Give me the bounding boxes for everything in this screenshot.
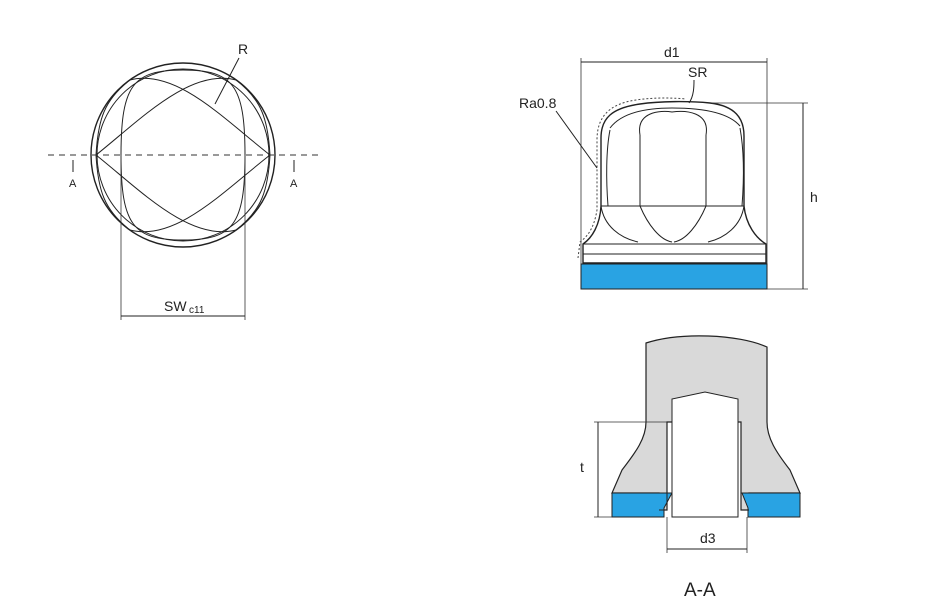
- flank-curve-left: [639, 205, 673, 243]
- flank-left: [639, 110, 707, 136]
- flank-curve-outer-right: [707, 205, 745, 243]
- section-seal-right: [741, 492, 801, 518]
- h-label: h: [810, 189, 818, 205]
- bolt-tip: [671, 391, 739, 518]
- d1-label: d1: [664, 44, 680, 60]
- roughness-label: Ra0.8: [519, 95, 557, 111]
- top-view: A A R SW c11: [48, 41, 322, 320]
- flank-right-outer: [739, 127, 744, 207]
- side-view: d1 Ra0.8 SR h: [519, 44, 818, 290]
- flank-curve-right: [673, 205, 707, 243]
- section-body: [611, 335, 801, 511]
- sw-label: SW: [164, 298, 187, 314]
- section-mark-left: A: [69, 178, 77, 190]
- flank-curve-outer-left: [600, 205, 639, 243]
- cap-crown: [609, 107, 741, 129]
- cap-outline: [600, 100, 745, 206]
- section-mark-right: A: [290, 178, 298, 190]
- outer-circle: [90, 62, 276, 248]
- roughness-contour: [577, 97, 687, 259]
- sphere-radius-leader: [688, 79, 695, 104]
- section-seal-left: [611, 492, 673, 518]
- skirt: [582, 205, 767, 264]
- sphere-radius-label: SR: [688, 64, 707, 80]
- radius-leader: [214, 57, 240, 105]
- t-label: t: [580, 459, 584, 475]
- radius-label: R: [238, 41, 248, 57]
- roughness-leader: [555, 110, 598, 169]
- section-title: A-A: [684, 580, 716, 601]
- d3-label: d3: [700, 530, 716, 546]
- flank-left-outer: [606, 129, 611, 207]
- sw-label-sub: c11: [189, 305, 205, 316]
- seal-ring: [580, 263, 768, 290]
- section-view: t d3 A-A: [580, 335, 801, 601]
